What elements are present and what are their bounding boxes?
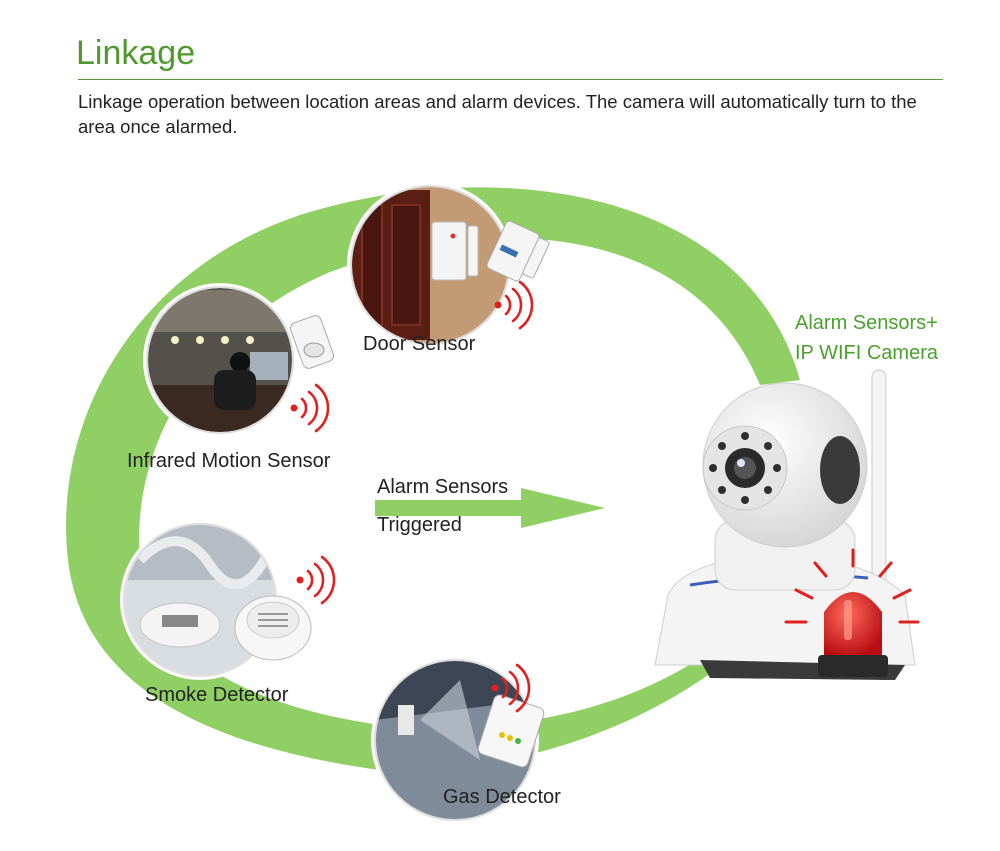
- door-signal-icon: [494, 280, 534, 330]
- door-sensor-label: Door Sensor: [363, 333, 476, 355]
- alarm-beacon-icon: [784, 548, 920, 677]
- motion-sensor-device-icon: [289, 315, 335, 369]
- page-title: Linkage: [76, 34, 196, 72]
- door-sensor-bubble: [347, 182, 550, 348]
- smoke-detector-bubble: [120, 520, 336, 680]
- gas-signal-icon: [491, 663, 531, 713]
- gas-detector-bubble: [371, 656, 545, 824]
- camera-label-line2: IP WIFI Camera: [795, 342, 938, 364]
- title-divider: [78, 79, 943, 80]
- smoke-detector-device-icon: [234, 595, 312, 661]
- arrow-label-line1: Alarm Sensors: [377, 476, 509, 498]
- smoke-detector-label: Smoke Detector: [145, 684, 289, 706]
- ip-camera-illustration: [654, 369, 920, 680]
- smoke-signal-icon: [296, 555, 336, 605]
- trigger-arrow: [375, 488, 605, 528]
- camera-label-line1: Alarm Sensors+: [795, 312, 938, 334]
- door-sensor-device-icon: [486, 220, 550, 282]
- arrow-label-line2: Triggered: [377, 514, 462, 536]
- infrared-motion-sensor-label: Infrared Motion Sensor: [127, 450, 331, 472]
- gas-detector-device-icon: [477, 694, 545, 768]
- motion-signal-icon: [290, 383, 330, 433]
- page-description: Linkage operation between location areas…: [78, 91, 917, 137]
- gas-detector-label: Gas Detector: [443, 786, 561, 808]
- motion-sensor-bubble: [143, 283, 335, 437]
